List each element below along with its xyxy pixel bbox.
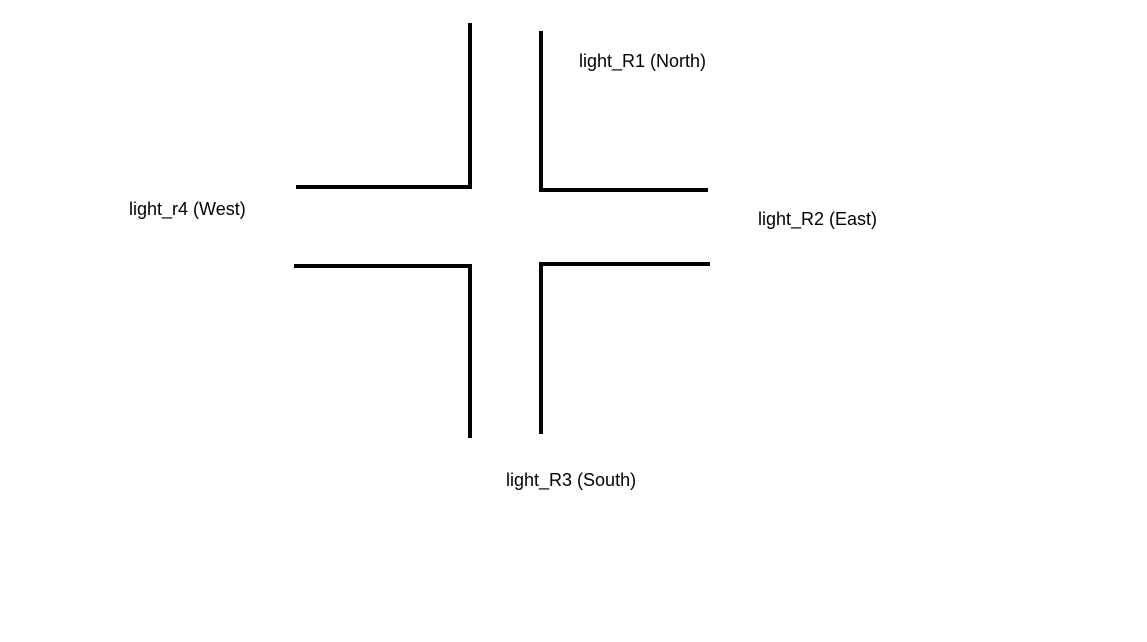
- traffic-light-label-south: light_R3 (South): [506, 470, 637, 490]
- traffic-light-label-east: light_R2 (East): [758, 209, 878, 229]
- road-edge-southwest: [294, 264, 472, 438]
- road-edge-northeast: [539, 31, 708, 192]
- traffic-light-label-north: light_R1 (North): [579, 51, 707, 71]
- road-edge-northwest: [296, 23, 472, 189]
- road-edge-southeast: [539, 262, 710, 434]
- traffic-light-label-west: light_r4 (West): [129, 199, 246, 219]
